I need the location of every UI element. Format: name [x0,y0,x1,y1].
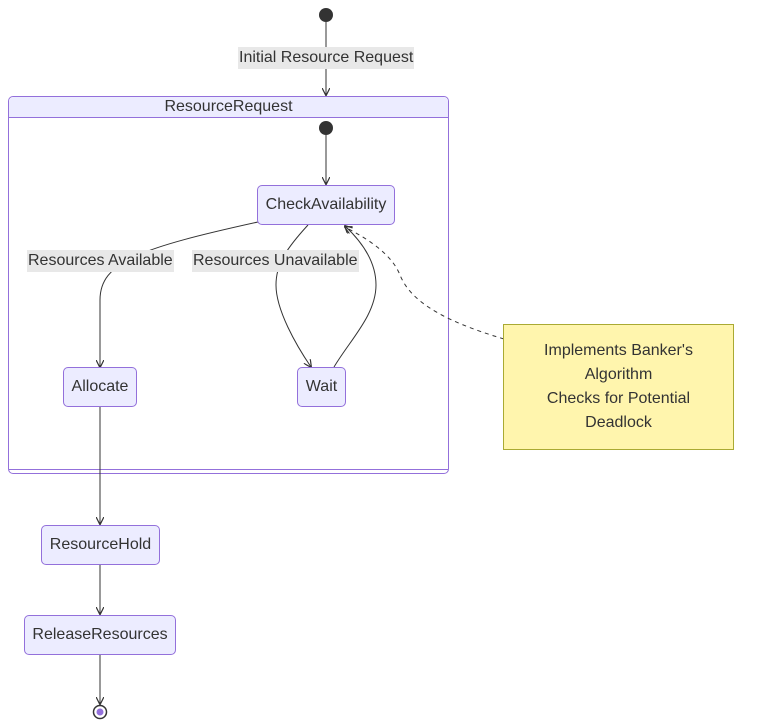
note-line: Algorithm [584,366,653,383]
note-line: Deadlock [585,414,652,431]
state-wait: Wait [297,367,346,407]
start-state [319,8,333,22]
edge-note-to-check [345,227,505,340]
composite-state-resource-request: ResourceRequest [8,96,449,474]
edge-wait-to-check [333,226,377,368]
note-line: Implements Banker's [544,342,693,359]
edge-check-to-allocate [100,221,259,367]
label-initial-resource-request: Initial Resource Request [238,47,415,69]
edge-check-to-wait [275,224,311,367]
label-resources-unavailable: Resources Unavailable [192,250,359,272]
note-line: Checks for Potential [546,390,691,407]
state-release-resources: ReleaseResources [24,615,176,655]
state-allocate: Allocate [63,367,137,407]
label-resources-available: Resources Available [27,250,174,272]
state-check-availability: CheckAvailability [257,185,395,225]
inner-start-state [319,121,333,135]
composite-state-title: ResourceRequest [9,97,448,118]
state-resource-hold: ResourceHold [41,525,160,565]
end-state-inner [96,708,104,716]
note-bankers-algorithm: Implements Banker's Algorithm Checks for… [503,324,734,450]
composite-state-divider [9,469,448,470]
